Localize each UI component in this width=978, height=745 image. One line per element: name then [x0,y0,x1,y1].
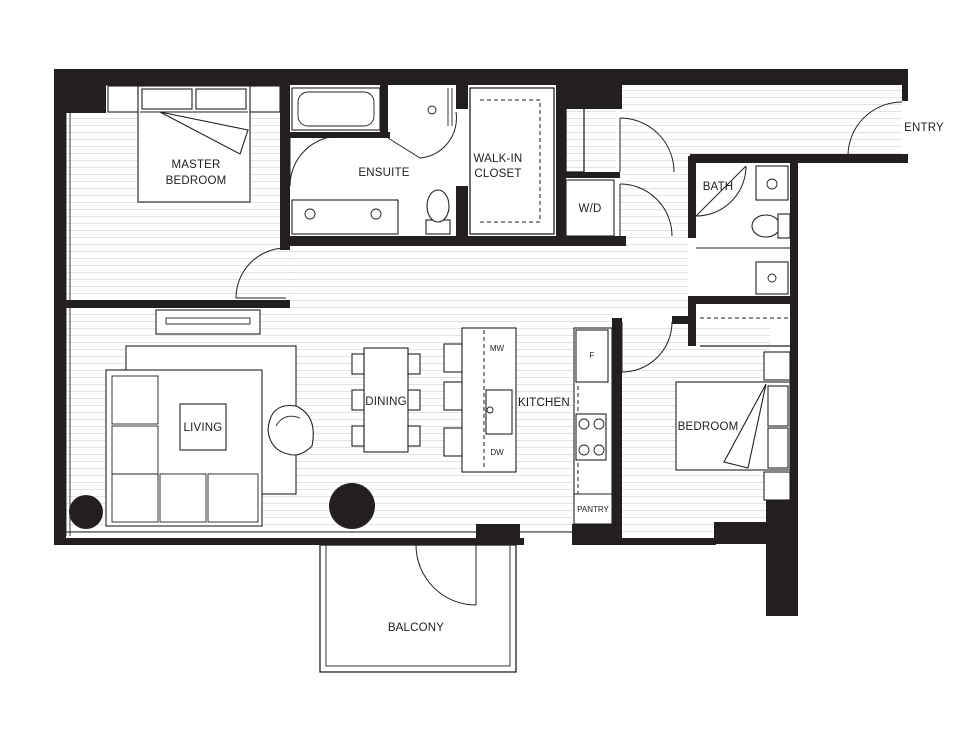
label-dishwasher: DW [490,448,504,457]
ensuite-fixtures [291,87,453,235]
label-balcony: BALCONY [388,622,444,634]
windows [65,84,572,536]
balcony [319,544,517,673]
label-entry: ENTRY [904,122,944,134]
label-walk-in-2: CLOSET [474,168,521,180]
label-kitchen: KITCHEN [518,397,570,409]
label-living: LIVING [184,422,223,434]
kitchen-counter [573,327,613,525]
fixture-labels: MW DW F PANTRY [490,344,610,514]
label-ensuite: ENSUITE [358,167,409,179]
label-bedroom: BEDROOM [678,421,739,433]
walk-in-closet [469,87,555,235]
label-pantry: PANTRY [577,505,609,514]
label-dining: DINING [365,396,406,408]
bath-fixtures [696,165,791,295]
bedroom-furniture [675,317,791,501]
label-master-bedroom-1: MASTER [171,159,220,171]
laundry [565,107,615,237]
label-bath: BATH [703,181,734,193]
room-labels: MASTER BEDROOM ENSUITE WALK-IN CLOSET W/… [166,122,944,634]
doors [235,101,903,606]
label-walk-in-1: WALK-IN [474,153,523,165]
label-fridge: F [590,351,595,360]
label-master-bedroom-2: BEDROOM [166,175,227,187]
label-microwave: MW [490,344,505,353]
living-furniture [69,309,375,529]
kitchen-island [443,327,517,473]
dining-set [351,347,421,453]
walls [54,69,908,616]
master-bed [137,85,251,203]
label-washer-dryer: W/D [579,203,602,215]
